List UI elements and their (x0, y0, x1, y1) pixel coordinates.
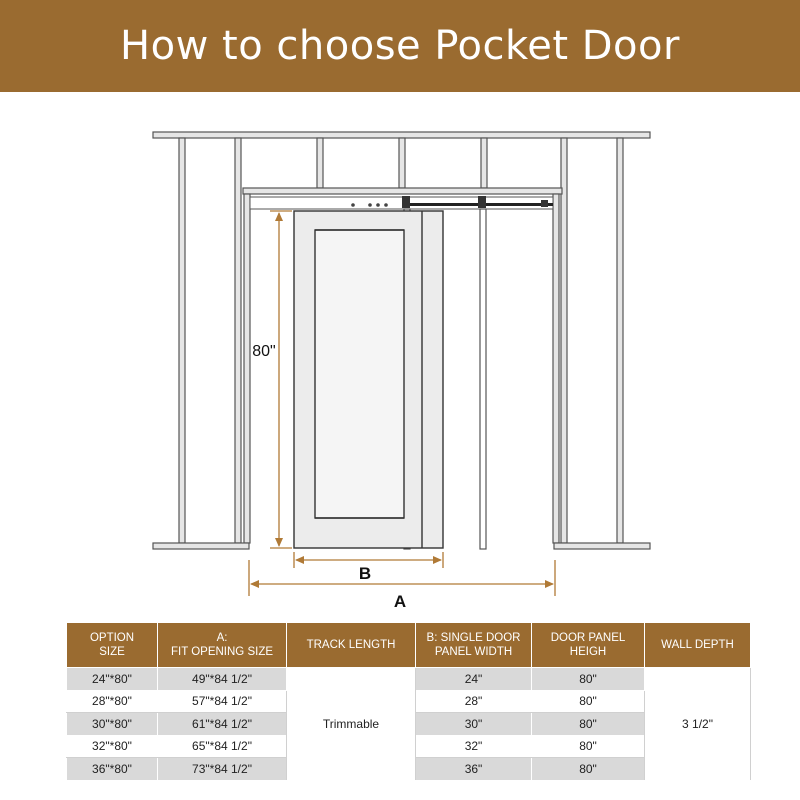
arrow-icon (250, 580, 259, 588)
arrow-icon (295, 556, 304, 564)
height-label: 80" (252, 343, 275, 360)
table-row: 36"*80" 73"*84 1/2" 36" 80" (66, 757, 751, 781)
roller-hanger (402, 196, 410, 208)
dimension-lines (248, 210, 556, 596)
door-inset-panel (314, 229, 405, 519)
arrow-icon (433, 556, 442, 564)
header-track-length: TRACK LENGTH (286, 622, 416, 668)
bottom-plate-right (553, 542, 651, 550)
pocket-door-diagram: 80" B A (152, 131, 651, 611)
panel-width-cell: 24" (415, 667, 532, 691)
stud (480, 137, 488, 189)
track-stop (541, 200, 548, 207)
header-beam (242, 187, 563, 195)
opening-width-label: A (394, 592, 406, 611)
option-size-cell: 36"*80" (66, 757, 158, 781)
table-row: 28"*80" 57"*84 1/2" 28" 80" (66, 689, 751, 713)
split-stud (479, 208, 487, 550)
arrow-icon (275, 212, 283, 221)
panel-width-cell: 32" (415, 734, 532, 758)
header-wall-depth: WALL DEPTH (644, 622, 751, 668)
arrow-icon (545, 580, 554, 588)
option-size-cell: 28"*80" (66, 689, 158, 713)
panel-height-cell: 80" (531, 734, 645, 758)
track-screws (351, 203, 388, 207)
stud (316, 137, 324, 189)
jamb-right (552, 193, 560, 544)
fit-opening-cell: 61"*84 1/2" (157, 712, 287, 736)
panel-height-cell: 80" (531, 689, 645, 713)
panel-height-cell: 80" (531, 712, 645, 736)
fit-opening-cell: 73"*84 1/2" (157, 757, 287, 781)
stud (234, 137, 242, 544)
option-size-cell: 32"*80" (66, 734, 158, 758)
panel-width-cell: 30" (415, 712, 532, 736)
panel-width-cell: 28" (415, 689, 532, 713)
fit-opening-cell: 57"*84 1/2" (157, 689, 287, 713)
panel-width-cell: 36" (415, 757, 532, 781)
page-title: How to choose Pocket Door (120, 23, 680, 69)
wall-depth-cell: 3 1/2" (644, 667, 751, 781)
table-row: 24"*80" 49"*84 1/2" Trimmable 24" 80" 3 … (66, 667, 751, 781)
option-size-cell: 24"*80" (66, 667, 158, 691)
track-hardware (249, 196, 554, 210)
header-fit-opening-size: A:FIT OPENING SIZE (157, 622, 287, 668)
jamb-left (243, 193, 251, 544)
wall-frame (152, 131, 651, 550)
fit-opening-cell: 65"*84 1/2" (157, 734, 287, 758)
panel-width-label: B (359, 564, 371, 583)
arrow-icon (275, 538, 283, 547)
top-plate (152, 131, 651, 139)
title-banner: How to choose Pocket Door (0, 0, 800, 92)
panel-height-cell: 80" (531, 757, 645, 781)
door-panel (293, 210, 444, 549)
bottom-plate-left (152, 542, 250, 550)
roller-hanger (478, 196, 486, 208)
panel-height-cell: 80" (531, 667, 645, 691)
track-length-cell: Trimmable (286, 667, 416, 781)
stud (560, 137, 568, 544)
option-size-cell: 30"*80" (66, 712, 158, 736)
stud (616, 137, 624, 544)
fit-opening-cell: 49"*84 1/2" (157, 667, 287, 691)
stud (398, 137, 406, 189)
table-row: 30"*80" 61"*84 1/2" 30" 80" (66, 712, 751, 736)
stud (178, 137, 186, 544)
